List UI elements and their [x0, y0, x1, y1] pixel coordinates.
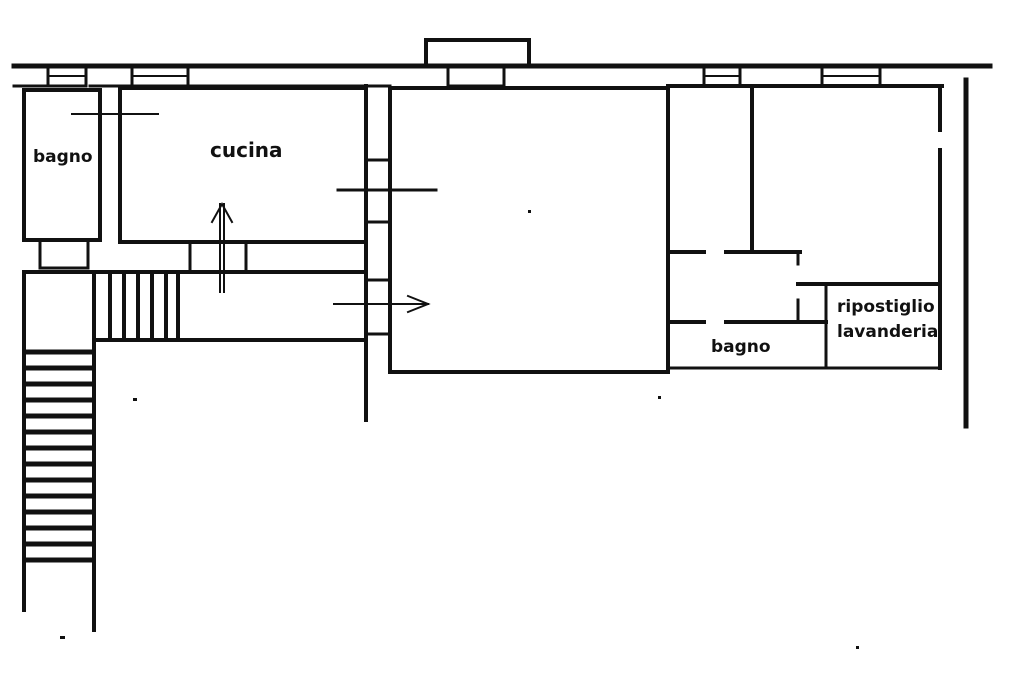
window-cucina — [130, 64, 190, 88]
arrow-right-icon — [333, 294, 431, 314]
room-right-walls — [666, 77, 969, 429]
corridor-walls — [22, 240, 368, 632]
room-cucina-walls — [118, 86, 368, 244]
stairs-vertical — [25, 349, 95, 563]
room-label-cucina: cucina — [210, 138, 283, 162]
room-main-walls — [388, 86, 670, 374]
window-bagno-left — [46, 64, 88, 88]
window-room-right-a — [702, 64, 742, 88]
room-label-bagno-left: bagno — [33, 147, 93, 167]
entrance-walls — [336, 84, 438, 422]
room-bagno-left-walls — [22, 88, 159, 270]
stairs-horizontal — [108, 274, 180, 340]
speck-marks — [60, 210, 859, 649]
room-label-lavanderia: lavanderia — [837, 322, 938, 342]
room-label-ripostiglio: ripostiglio — [837, 297, 935, 317]
window-room-right-b — [820, 64, 882, 88]
arrow-up-icon — [210, 201, 234, 293]
window-main-room — [424, 38, 531, 88]
room-label-bagno-right: bagno — [711, 337, 771, 357]
